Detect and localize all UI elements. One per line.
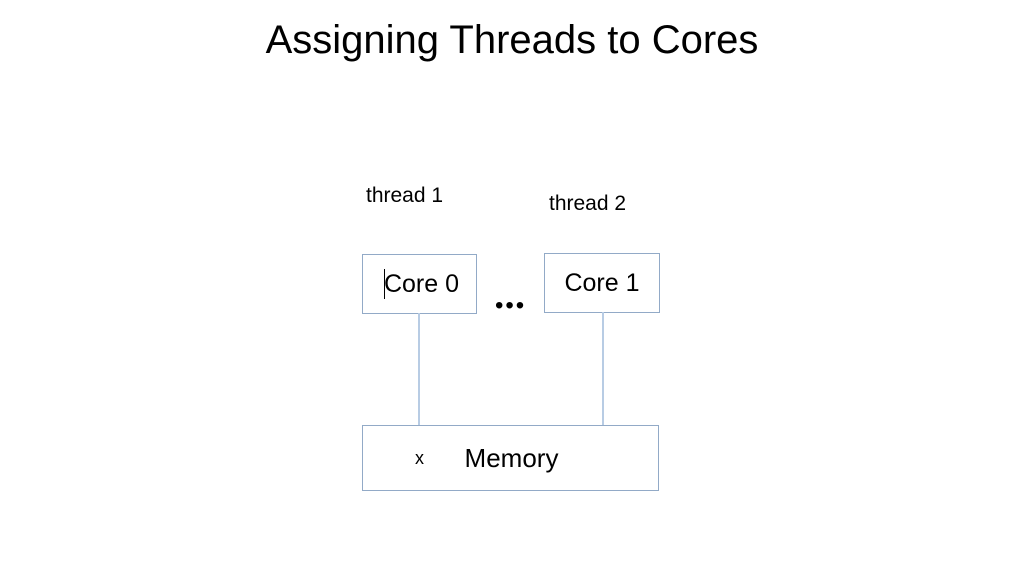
memory-variable-label: x xyxy=(415,448,424,468)
thread-label-1: thread 1 xyxy=(366,184,444,207)
core-0-box[interactable]: Core 0 xyxy=(362,254,477,314)
core-1-label: Core 1 xyxy=(564,269,640,297)
memory-label: Memory xyxy=(464,443,559,473)
memory-box[interactable]: x Memory xyxy=(362,425,659,491)
connector-core-1-to-memory xyxy=(602,312,604,426)
connector-core-0-to-memory xyxy=(418,313,420,426)
thread-label-2: thread 2 xyxy=(549,192,627,215)
page-title: Assigning Threads to Cores xyxy=(265,18,759,62)
core-0-label: Core 0 xyxy=(383,270,460,298)
core-1-box[interactable]: Core 1 xyxy=(544,253,660,313)
cores-ellipsis: ••• xyxy=(495,292,527,319)
text-caret-icon xyxy=(384,269,385,299)
